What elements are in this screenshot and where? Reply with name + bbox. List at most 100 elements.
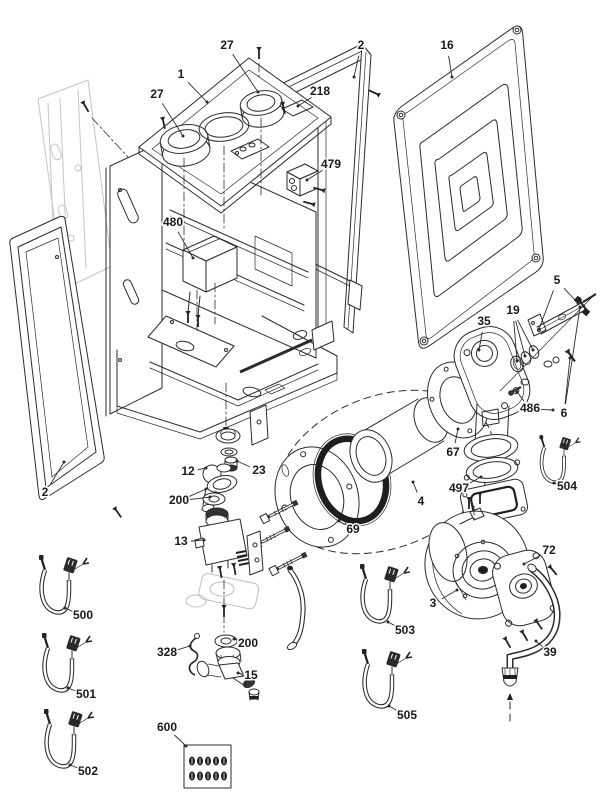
- grommet-kit-600: [183, 744, 232, 789]
- callout-2-label: 2: [358, 38, 365, 52]
- callout-486-label: 486: [520, 401, 540, 415]
- callout-218-dot: [296, 104, 300, 108]
- callout-505-dot: [387, 704, 391, 708]
- cable-504: [537, 433, 583, 485]
- cable-503: [360, 564, 410, 621]
- callout-600-dot: [184, 744, 188, 748]
- callout-502: 502: [68, 763, 100, 780]
- callout-2-dot: [352, 75, 356, 79]
- callout-505-leader: [388, 705, 399, 712]
- callout-501-label: 501: [76, 687, 96, 701]
- elbow-12: [201, 463, 238, 513]
- junction-box-479: [286, 163, 327, 209]
- callout-200-dot: [232, 637, 236, 641]
- callout-480: 480: [161, 214, 195, 260]
- callout-497-label: 497: [449, 481, 469, 495]
- callout-500-dot: [63, 606, 67, 610]
- callout-23-leader: [236, 460, 251, 468]
- callout-35: 35: [476, 313, 492, 352]
- gasket-200-lower: [214, 634, 238, 648]
- callout-504-label: 504: [557, 479, 577, 493]
- callout-35-leader: [478, 331, 483, 351]
- callout-13-label: 13: [174, 534, 188, 548]
- callout-15-dot: [236, 671, 240, 675]
- callout-5-leader: [538, 290, 554, 330]
- callout-69-dot: [337, 519, 341, 523]
- callout-15-label: 15: [244, 668, 258, 682]
- callout-503-dot: [386, 620, 390, 624]
- callout-328: 328: [155, 644, 192, 661]
- callout-27-dot: [181, 134, 185, 138]
- callout-505-label: 505: [397, 708, 417, 722]
- callout-67-dot: [456, 427, 460, 431]
- opening-218: [281, 99, 314, 117]
- callout-200-dot: [208, 495, 212, 499]
- cable-501: [42, 633, 92, 690]
- callout-502-leader: [69, 764, 79, 769]
- gas-valve-13: [194, 507, 264, 576]
- callout-218-leader: [297, 96, 312, 107]
- callout-39: 39: [534, 639, 558, 661]
- callout-15: 15: [236, 667, 259, 684]
- callout-3-dot: [455, 588, 459, 592]
- callout-16-leader: [448, 55, 453, 78]
- callout-16-label: 16: [440, 38, 454, 52]
- callout-69-label: 69: [346, 522, 360, 536]
- rear-panel-16: [393, 25, 544, 349]
- callout-502-dot: [68, 763, 72, 767]
- callout-19-label: 19: [506, 303, 520, 317]
- cables: [39, 433, 583, 766]
- condensate-tube-39: [501, 563, 561, 723]
- callout-503: 503: [386, 620, 417, 639]
- callout-3-label: 3: [430, 596, 437, 610]
- callout-486-leader: [539, 408, 554, 411]
- callout-27-leader: [161, 103, 184, 137]
- top-panel-1: [138, 46, 332, 214]
- callout-19-dot: [515, 359, 519, 363]
- callout-1-leader: [187, 81, 208, 103]
- callout-3: 3: [428, 588, 459, 612]
- cable-500: [39, 555, 89, 612]
- callout-486-leader: [516, 391, 525, 402]
- callout-486-dot: [551, 408, 555, 412]
- callout-19-leader: [517, 319, 534, 351]
- callout-328-label: 328: [157, 645, 177, 659]
- callout-218-label: 218: [310, 84, 330, 98]
- vent-collar-27-left: [159, 124, 211, 167]
- callout-27-label: 27: [150, 87, 164, 101]
- callout-2: 2: [352, 37, 366, 79]
- cable-502: [44, 709, 94, 766]
- callout-200-label: 200: [169, 493, 189, 507]
- callout-16-dot: [450, 75, 454, 79]
- callout-4: 4: [411, 480, 426, 510]
- callout-2-dot: [62, 460, 66, 464]
- gasket-497: [463, 457, 521, 483]
- exhaust-elbow: [463, 403, 519, 462]
- control-box-480: [182, 235, 238, 328]
- callout-1-dot: [205, 100, 209, 104]
- callout-5-dot: [537, 327, 541, 331]
- top-bracket: [230, 138, 270, 160]
- callout-6-leader: [565, 306, 581, 405]
- heat-exchanger-outline-4: [275, 389, 495, 555]
- ghost-valve-gasket: [185, 573, 260, 610]
- callout-2: 2: [40, 460, 66, 501]
- callout-480-leader: [177, 231, 194, 259]
- callout-27-label: 27: [220, 38, 234, 52]
- callout-486: 486: [515, 390, 555, 417]
- callout-19-dot: [531, 348, 535, 352]
- callout-27: 27: [149, 86, 185, 138]
- callout-200: 200: [232, 635, 260, 652]
- callout-19-leader: [513, 320, 518, 362]
- callout-35-dot: [477, 348, 481, 352]
- motor-72: [492, 549, 560, 632]
- callout-67-leader: [454, 428, 459, 444]
- callout-39-dot: [534, 639, 538, 643]
- callout-6: 6: [559, 305, 582, 422]
- callout-600: 600: [155, 719, 188, 748]
- callout-1: 1: [176, 66, 209, 104]
- gasket-200-upper: [202, 492, 226, 506]
